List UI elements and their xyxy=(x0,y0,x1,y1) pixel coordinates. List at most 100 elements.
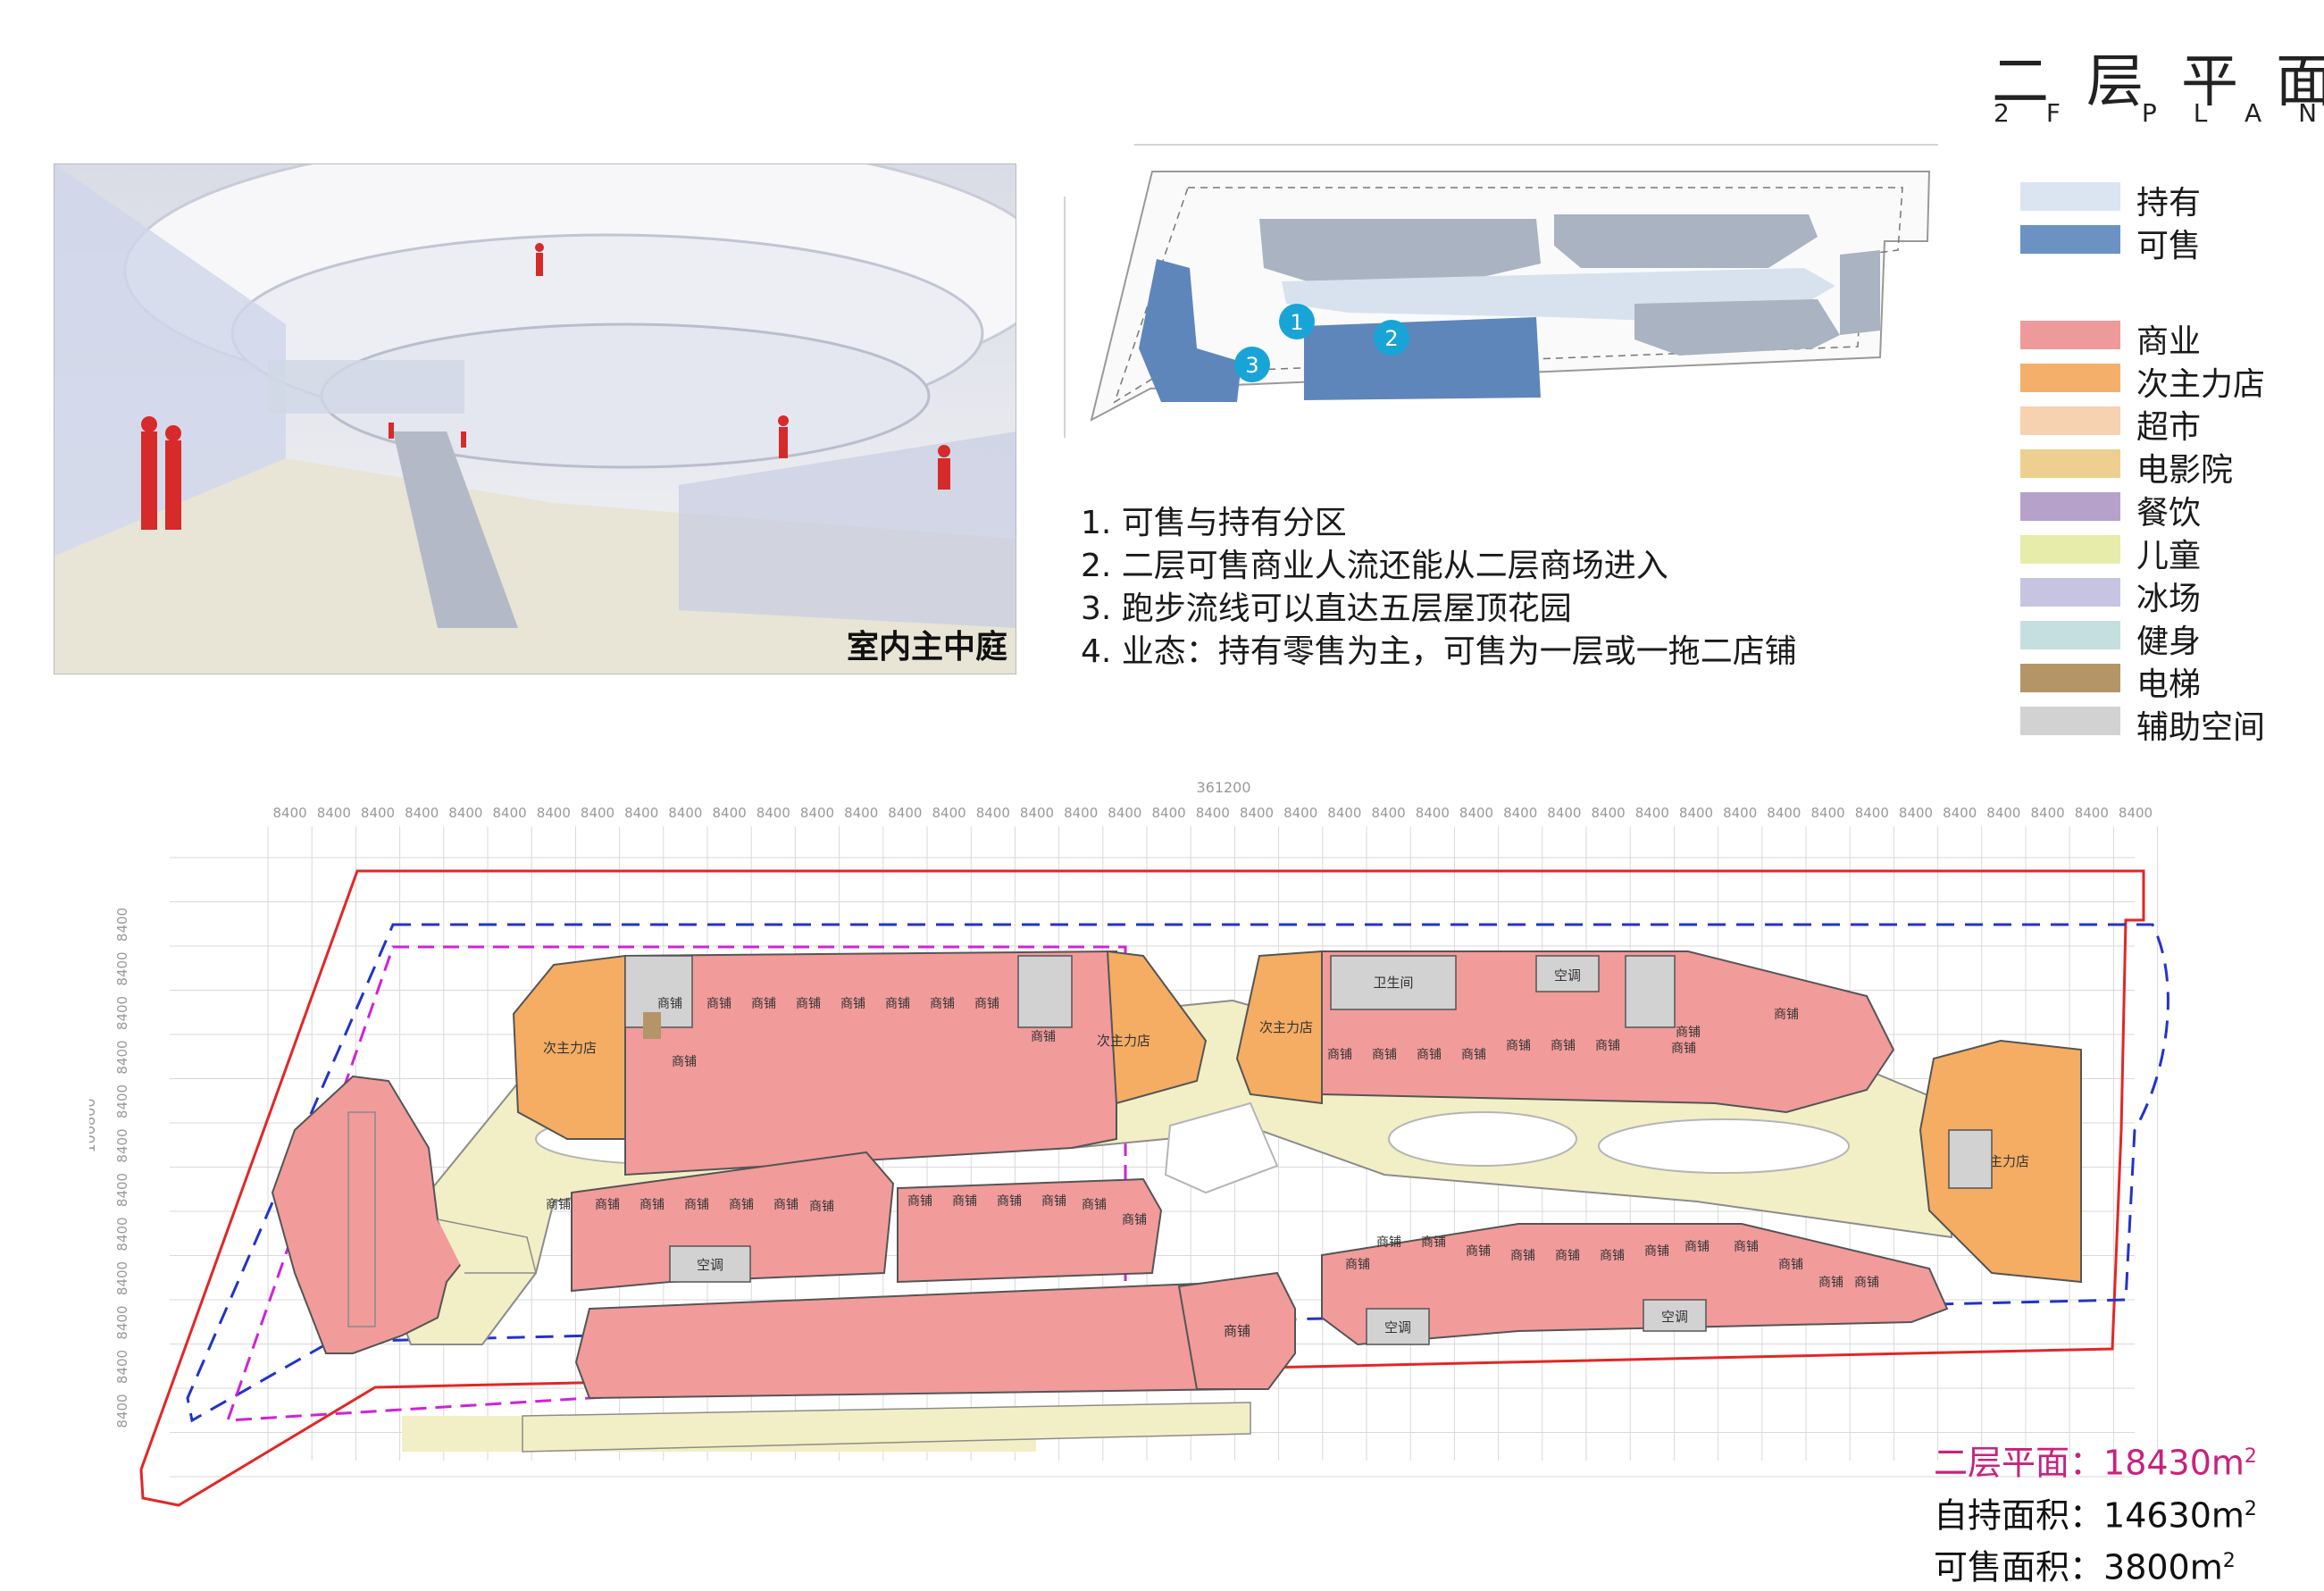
key-plan: 1 2 3 xyxy=(1064,144,1938,438)
shop-label: 商铺 xyxy=(1506,1039,1531,1053)
key-plan-block-north-west xyxy=(1259,219,1541,286)
legend-item-cinema: 电影院 xyxy=(2020,446,2315,489)
shop-label: 商铺 xyxy=(751,997,776,1011)
shop-label: 商铺 xyxy=(1595,1039,1620,1053)
ac-room xyxy=(1643,1299,1707,1332)
bay-dimension-label: 8400 xyxy=(1635,805,1669,821)
legend-label: 健身 xyxy=(2136,624,2202,660)
shop-labels: 商铺商铺商铺商铺商铺商铺商铺商铺商铺商铺商铺商铺商铺商铺商铺商铺商铺商铺商铺商铺… xyxy=(546,997,1879,1290)
bay-dimension-label: 8400 xyxy=(1723,805,1757,821)
anchor-store-east xyxy=(1919,1039,2082,1284)
rendering-caption: 室内主中庭 xyxy=(846,629,1007,666)
legend-swatch xyxy=(2020,578,2120,607)
key-plan-block-east xyxy=(1840,250,1880,335)
bay-dimension-label: 8400 xyxy=(1459,805,1493,821)
legend-item-anchor: 次主力店 xyxy=(2020,360,2315,403)
shop-label: 商铺 xyxy=(1376,1235,1401,1250)
bay-dimension-label: 8400 xyxy=(361,805,395,821)
retail-block-central-e xyxy=(897,1177,1163,1284)
bay-dimension-label: 8400 xyxy=(581,805,614,821)
bay-dimension-label: 8400 xyxy=(493,805,527,821)
legend-label: 次主力店 xyxy=(2136,366,2266,403)
ac-label: 空调 xyxy=(1384,1319,1411,1336)
total-dimension: 361200 xyxy=(1196,779,1250,796)
bay-dimension-label: 8400 xyxy=(1240,805,1274,821)
bay-dimension-label: 8400 xyxy=(273,805,307,821)
bay-dimension-label: 8400 xyxy=(1196,805,1230,821)
anchor-label: 次主力店 xyxy=(1097,1033,1150,1049)
legend-item-supermarket: 超市 xyxy=(2020,403,2315,446)
legend-item-sale: 可售 xyxy=(2020,222,2315,264)
bay-dimension-label: 8400 xyxy=(114,1261,130,1295)
retail-block-n xyxy=(624,950,1117,1177)
shop-label: 商铺 xyxy=(1041,1194,1066,1209)
unit-superscript: 2 xyxy=(2244,1497,2257,1520)
legend-swatch xyxy=(2020,449,2120,478)
bay-dimension-label: 8400 xyxy=(1152,805,1186,821)
retail-block-se xyxy=(1321,1223,1949,1346)
legend-item-children: 儿童 xyxy=(2020,532,2315,574)
shop-label: 商铺 xyxy=(796,997,821,1011)
key-plan-block-south-east xyxy=(1634,299,1840,356)
bay-dimension-label: 8400 xyxy=(800,805,834,821)
shop-label: 商铺 xyxy=(672,1055,697,1069)
legend-swatch-own xyxy=(2020,182,2120,211)
shop-label: 商铺 xyxy=(1734,1240,1759,1254)
bay-dimension-label: 8400 xyxy=(713,805,747,821)
shop-label: 商铺 xyxy=(1421,1235,1446,1250)
bay-dimension-label: 8400 xyxy=(1547,805,1581,821)
shop-label: 商铺 xyxy=(595,1198,620,1212)
legend-swatch xyxy=(2020,621,2120,649)
shop-label: 商铺 xyxy=(907,1194,932,1209)
marker-1: 1 xyxy=(1290,310,1303,335)
bay-dimension-label: 8400 xyxy=(114,1350,130,1384)
shop-label: 商铺 xyxy=(1031,1030,1056,1044)
shop-label: 商铺 xyxy=(1461,1048,1486,1062)
bay-dimension-label: 8400 xyxy=(1811,805,1845,821)
legend-label: 冰场 xyxy=(2136,581,2202,617)
bay-dimension-label: 8400 xyxy=(1592,805,1626,821)
legend-swatch xyxy=(2020,406,2120,435)
bay-dimension-label: 8400 xyxy=(888,805,922,821)
shop-label: 商铺 xyxy=(840,997,865,1011)
shop-label: 商铺 xyxy=(1327,1048,1352,1062)
atrium-void xyxy=(1598,1118,1850,1174)
bay-dimension-label: 8400 xyxy=(1020,805,1054,821)
bay-dimension-label: 8400 xyxy=(976,805,1010,821)
legend-swatch xyxy=(2020,364,2120,392)
bay-dimension-label: 8400 xyxy=(2119,805,2153,821)
bay-dimension-label: 8400 xyxy=(1503,805,1537,821)
bay-dimension-label: 8400 xyxy=(114,1040,130,1074)
bay-dimension-label: 8400 xyxy=(1767,805,1801,821)
bay-dimension-label: 8400 xyxy=(448,805,482,821)
shop-label: 商铺 xyxy=(1818,1276,1843,1290)
ac-label: 空调 xyxy=(697,1257,723,1273)
shop-label: 商铺 xyxy=(952,1194,977,1209)
bay-dimension-label: 8400 xyxy=(114,1394,130,1428)
bay-dimension-label: 8400 xyxy=(114,1217,130,1251)
shop-label: 商铺 xyxy=(640,1198,665,1212)
legend-item-support: 辅助空间 xyxy=(2020,703,2315,746)
retail-block-central-w xyxy=(571,1151,895,1293)
bay-dimension-label: 8400 xyxy=(317,805,351,821)
bay-dimension-label: 8400 xyxy=(1283,805,1317,821)
page-subtitle: 2F PLAN xyxy=(1994,98,2324,128)
atrium-void xyxy=(1388,1111,1577,1167)
legend-label: 商业 xyxy=(2136,323,2202,360)
shop-label: 商铺 xyxy=(974,997,999,1011)
setback-blue-line xyxy=(186,923,2169,1423)
legend-label: 电影院 xyxy=(2136,452,2234,489)
anchor-store-n xyxy=(1106,950,1208,1105)
marker-3: 3 xyxy=(1245,353,1258,378)
bay-dimension-label: 8400 xyxy=(1064,805,1098,821)
key-plan-sale-wing xyxy=(1139,259,1241,402)
atrium-rendering-image xyxy=(54,163,1016,674)
shop-label: 商铺 xyxy=(809,1200,834,1214)
shop-label: 商铺 xyxy=(1345,1258,1370,1272)
bay-dimensions-top: 8400 8400 8400 8400 8400 8400 8400 8400 8400 8400… xyxy=(273,805,2153,821)
legend-swatch xyxy=(2020,321,2120,349)
note-4: 4. 业态：持有零售为主，可售为一层或一拖二店铺 xyxy=(1081,633,1797,670)
legend-swatch xyxy=(2020,707,2120,735)
shop-label: 商铺 xyxy=(1854,1276,1879,1290)
retail-block-ne xyxy=(1321,950,1895,1114)
